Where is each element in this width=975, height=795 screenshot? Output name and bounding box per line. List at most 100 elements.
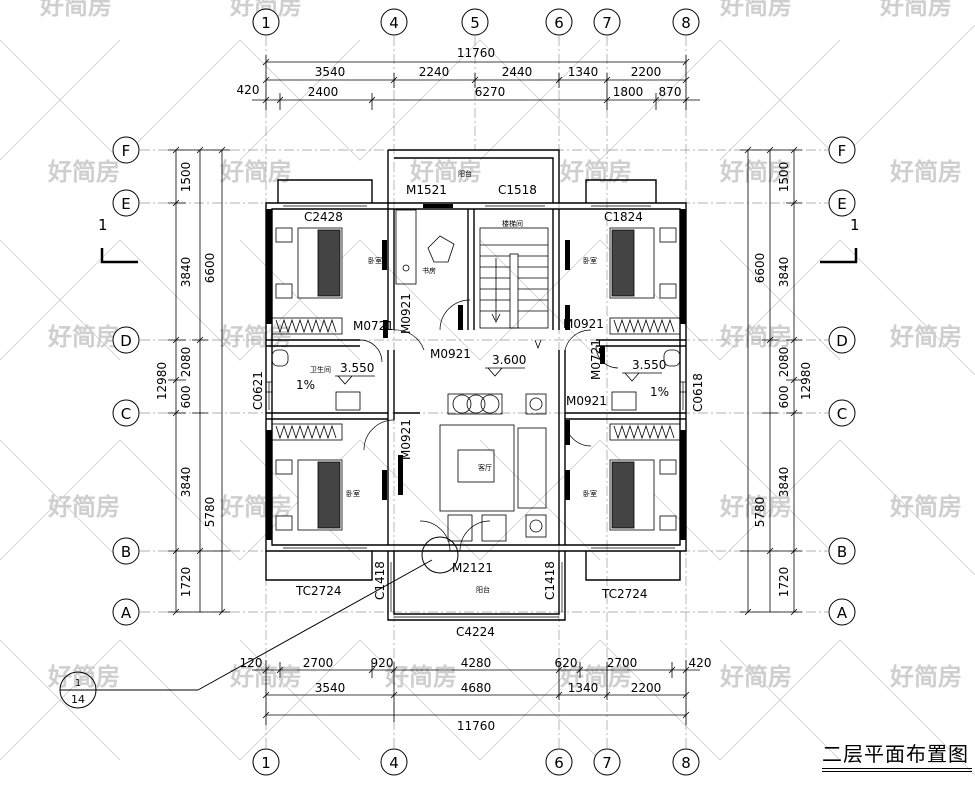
dim-left: 600 — [179, 386, 193, 409]
dim-top: 2440 — [502, 65, 533, 79]
watermark: 好简房 — [559, 157, 632, 186]
slope-label: 1% — [296, 378, 315, 392]
axis-4-bottom: 4 — [389, 754, 399, 772]
watermark: 好简房 — [47, 492, 120, 521]
dim-bottom: 4280 — [461, 656, 492, 670]
dim-right: 5780 — [753, 497, 767, 528]
axis-E-right: E — [837, 195, 846, 213]
window-label: M1521 — [406, 183, 447, 197]
axis-A-right: A — [837, 604, 848, 622]
dim-right: 3840 — [777, 257, 791, 288]
dim-right: 3840 — [777, 467, 791, 498]
watermark: 好简房 — [47, 662, 120, 691]
dim-bottom: 920 — [371, 656, 394, 670]
detail-callout — [59, 536, 459, 709]
axis-7-bottom: 7 — [602, 754, 612, 772]
watermark: 好简房 — [719, 492, 792, 521]
window-label: C1418 — [373, 561, 387, 600]
axis-7-top: 7 — [602, 14, 612, 32]
dim-bottom: 120 — [240, 656, 263, 670]
room-label: 卧室 — [583, 489, 597, 498]
axis-6-bottom: 6 — [554, 754, 564, 772]
watermark: 好简房 — [889, 322, 962, 351]
axis-8-bottom: 8 — [681, 754, 691, 772]
axis-bubbles — [112, 8, 856, 776]
dim-right: 6600 — [753, 253, 767, 284]
axis-4-top: 4 — [389, 14, 399, 32]
door-leaves — [382, 204, 605, 500]
dim-top: 870 — [659, 85, 682, 99]
watermark: 好简房 — [47, 322, 120, 351]
room-label: 卧室 — [346, 489, 360, 498]
window-label: C1418 — [543, 561, 557, 600]
elevation-label: 3.600 — [492, 353, 526, 367]
door-label: M0721 — [353, 319, 394, 333]
room-label: 楼梯间 — [502, 219, 523, 228]
axis-1-bottom: 1 — [261, 754, 271, 772]
room-labels: 阳台 书房 楼梯间 卧室 卧室 卫生间 客厅 卧室 卧室 阳台 — [310, 169, 597, 594]
axis-E-left: E — [121, 195, 130, 213]
door-label: M0921 — [563, 317, 604, 331]
axis-D-left: D — [120, 332, 132, 350]
axis-C-right: C — [837, 405, 847, 423]
staircase — [479, 227, 549, 350]
section-marks — [100, 248, 858, 264]
window-label: C1518 — [498, 183, 537, 197]
watermark: 好简房 — [384, 662, 457, 691]
elevation-label: 3.550 — [340, 361, 374, 375]
dim-left: 6600 — [203, 253, 217, 284]
watermark: 好简房 — [719, 0, 792, 20]
axis-F-right: F — [838, 142, 847, 160]
dim-left: 1500 — [179, 162, 193, 193]
window-label: C4224 — [456, 625, 495, 639]
dimension-lines — [168, 55, 802, 725]
window-label: C0618 — [691, 373, 705, 412]
dim-left: 3840 — [179, 467, 193, 498]
dim-bottom: 2700 — [303, 656, 334, 670]
door-label: M0921 — [430, 347, 471, 361]
dim-top: 1800 — [613, 85, 644, 99]
watermark: 好简房 — [889, 157, 962, 186]
room-label: 阳台 — [476, 585, 490, 594]
room-label: 卫生间 — [310, 365, 331, 374]
watermark: 好简房 — [889, 662, 962, 691]
axis-C-left: C — [121, 405, 131, 423]
wardrobes — [271, 317, 681, 441]
dim-bottom: 4680 — [461, 681, 492, 695]
dim-right: 1720 — [777, 567, 791, 598]
door-label: M0921 — [399, 293, 413, 334]
section-mark-left: 1 — [98, 216, 108, 234]
watermark: 好简房 — [559, 662, 632, 691]
axis-F-left: F — [122, 142, 131, 160]
window-label: TC2724 — [295, 584, 342, 598]
windows — [266, 202, 686, 621]
door-label: M2121 — [452, 561, 493, 575]
dim-right: 600 — [777, 386, 791, 409]
section-mark-right: 1 — [850, 216, 860, 234]
watermark: 好简房 — [219, 157, 292, 186]
furniture — [271, 209, 681, 542]
dim-top: 2400 — [308, 85, 339, 99]
watermark: 好简房 — [47, 157, 120, 186]
watermark: 好简房 — [39, 0, 112, 20]
slope-label: 1% — [650, 385, 669, 399]
dim-bottom: 620 — [555, 656, 578, 670]
beds — [275, 227, 677, 531]
wall-columns — [266, 209, 686, 540]
watermark: 好简房 — [719, 662, 792, 691]
watermark: 好简房 — [889, 492, 962, 521]
door-label: M0921 — [399, 419, 413, 460]
axis-B-left: B — [121, 543, 131, 561]
room-label: 阳台 — [458, 169, 472, 178]
dim-bottom: 2200 — [631, 681, 662, 695]
watermark: 好简房 — [229, 662, 302, 691]
dim-top: 2200 — [631, 65, 662, 79]
elevation-label: 3.550 — [632, 358, 666, 372]
window-label: C1824 — [604, 210, 643, 224]
dim-left: 5780 — [203, 497, 217, 528]
dim-left-total: 12980 — [155, 362, 169, 400]
watermark: 好简房 — [719, 157, 792, 186]
dim-top: 3540 — [315, 65, 346, 79]
door-label: M0721 — [589, 339, 603, 380]
door-label: M0921 — [566, 394, 607, 408]
